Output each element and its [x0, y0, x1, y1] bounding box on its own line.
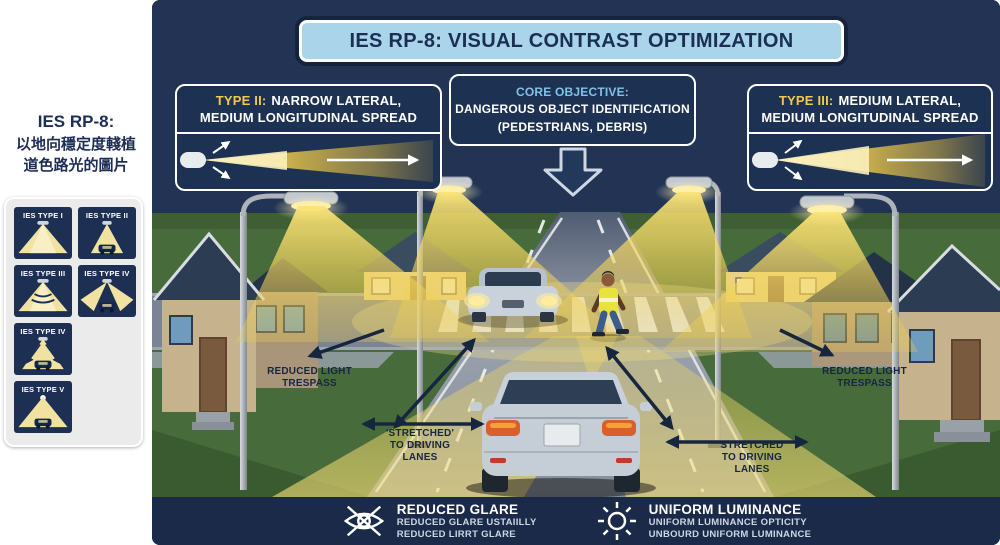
reduced-glare-text: REDUCED GLARE REDUCED GLARE USTAIILLY RE… [397, 502, 537, 541]
sidebar-heading: IES RP-8: 以地向穩定度輚植 道色路光的圖片 [0, 112, 152, 176]
legend-tile-label: IES TYPE V [21, 385, 65, 394]
ies-type-legend: IES TYPE I IES TYPE II [4, 197, 143, 447]
legend-tile-label: IES TYPE II [85, 211, 129, 220]
legend-tile-label: IES TYPE III [20, 269, 66, 278]
callout-heading: TYPE II: NARROW LATERAL, MEDIUM LONGITUDI… [177, 86, 440, 132]
footer-bar: REDUCED GLARE REDUCED GLARE USTAIILLY RE… [152, 497, 1000, 545]
legend-tile-type-v: IES TYPE V [14, 381, 72, 433]
callout-type-iii: TYPE III: MEDIUM LATERAL, MEDIUM LONGITUD… [747, 84, 993, 191]
footer-subline: REDUCED LIRRT GLARE [396, 528, 516, 540]
core-objective-line: (PEDESTRIANS, DEBRIS) [497, 119, 648, 134]
uniform-luminance-group: UNIFORM LUMINANCE UNIFORM LUMINANCE OPTI… [595, 499, 812, 543]
callout-core-objective: CORE OBJECTIVE: DANGEROUS OBJECT IDENTIF… [449, 74, 696, 146]
type-iii-beam-icon [752, 133, 985, 187]
callout-title: MEDIUM LATERAL, [838, 93, 962, 108]
title-banner: IES RP-8: VISUAL CONTRAST OPTIMIZATION [299, 20, 844, 62]
footer-title: UNIFORM LUMINANCE [648, 501, 802, 517]
type-badge: TYPE II: [215, 93, 267, 108]
stretched-to-driving-lanes-label: 'STRETCHED' TO DRIVING LANES [385, 428, 455, 463]
stretched-to-driving-lanes-label: 'STRETCHED' TO DRIVING LANES [717, 440, 787, 475]
page-title: IES RP-8: VISUAL CONTRAST OPTIMIZATION [349, 29, 794, 52]
beam-diagram [177, 131, 440, 187]
legend-tile-type-ii: IES TYPE II [78, 207, 136, 259]
type-badge: TYPE III: [778, 93, 834, 108]
type-i-distribution-icon [18, 221, 68, 254]
sidebar: IES RP-8: 以地向穩定度輚植 道色路光的圖片 IES TYPE I [0, 0, 152, 545]
legend-tile-type-iv: IES TYPE IV [78, 265, 136, 317]
legend-tile-label: IES TYPE I [23, 211, 63, 220]
legend-tile-type-i: IES TYPE I [14, 207, 72, 259]
sun-icon [597, 502, 636, 540]
footer-subline: REDUCED GLARE USTAIILLY [396, 516, 537, 528]
legend-tile-type-iii: IES TYPE III [14, 265, 72, 317]
legend-tile-label: IES TYPE IV [84, 269, 130, 278]
reduced-glare-group: REDUCED GLARE REDUCED GLARE USTAIILLY RE… [341, 501, 537, 541]
distant-car [458, 268, 568, 328]
legend-tile-type-iv-b: IES TYPE IV [14, 323, 72, 375]
callout-type-ii: TYPE II: NARROW LATERAL, MEDIUM LONGITUDI… [175, 84, 442, 191]
callout-subtitle: MEDIUM LONGITUDINAL SPREAD [761, 109, 979, 125]
sidebar-heading-line: 以地向穩定度輚植 [15, 136, 136, 153]
callout-subtitle: MEDIUM LONGITUDINAL SPREAD [199, 109, 418, 125]
type-iv-arrows-icon [22, 337, 64, 371]
type-iii-distribution-icon [18, 279, 68, 312]
core-objective-heading: CORE OBJECTIVE: [515, 85, 629, 99]
footer-subline: UNBOURD UNIFORM LUMINANCE [648, 528, 812, 540]
callout-heading: TYPE III: MEDIUM LATERAL, MEDIUM LONGITUD… [749, 86, 991, 132]
annotation-arrows [307, 328, 835, 449]
type-ii-distribution-icon [90, 221, 124, 255]
type-v-distribution-icon [18, 395, 68, 429]
beam-diagram [749, 131, 991, 187]
sidebar-heading-line: 道色路光的圖片 [23, 157, 129, 174]
legend-tile-label: IES TYPE IV [20, 327, 66, 336]
footer-title: REDUCED GLARE [396, 501, 519, 517]
footer-subline: UNIFORM LUMINANCE OPTICITY [648, 516, 807, 528]
core-objective-line: DANGEROUS OBJECT IDENTIFICATION [455, 102, 690, 117]
type-iv-distribution-icon [80, 279, 134, 313]
down-arrow-icon [543, 147, 603, 197]
reduced-light-trespass-label: REDUCED LIGHT TRESPASS [822, 366, 907, 389]
sidebar-heading-line: IES RP-8: [37, 112, 115, 131]
illustration-panel: IES RP-8: VISUAL CONTRAST OPTIMIZATION T… [152, 0, 1000, 545]
reduced-light-trespass-label: REDUCED LIGHT TRESPASS [267, 366, 352, 389]
no-glare-eye-icon [343, 505, 384, 537]
light-cones [236, 192, 918, 352]
type-ii-beam-icon [180, 139, 433, 182]
callout-title: NARROW LATERAL, [271, 93, 402, 108]
uniform-luminance-text: UNIFORM LUMINANCE UNIFORM LUMINANCE OPTI… [649, 502, 812, 541]
